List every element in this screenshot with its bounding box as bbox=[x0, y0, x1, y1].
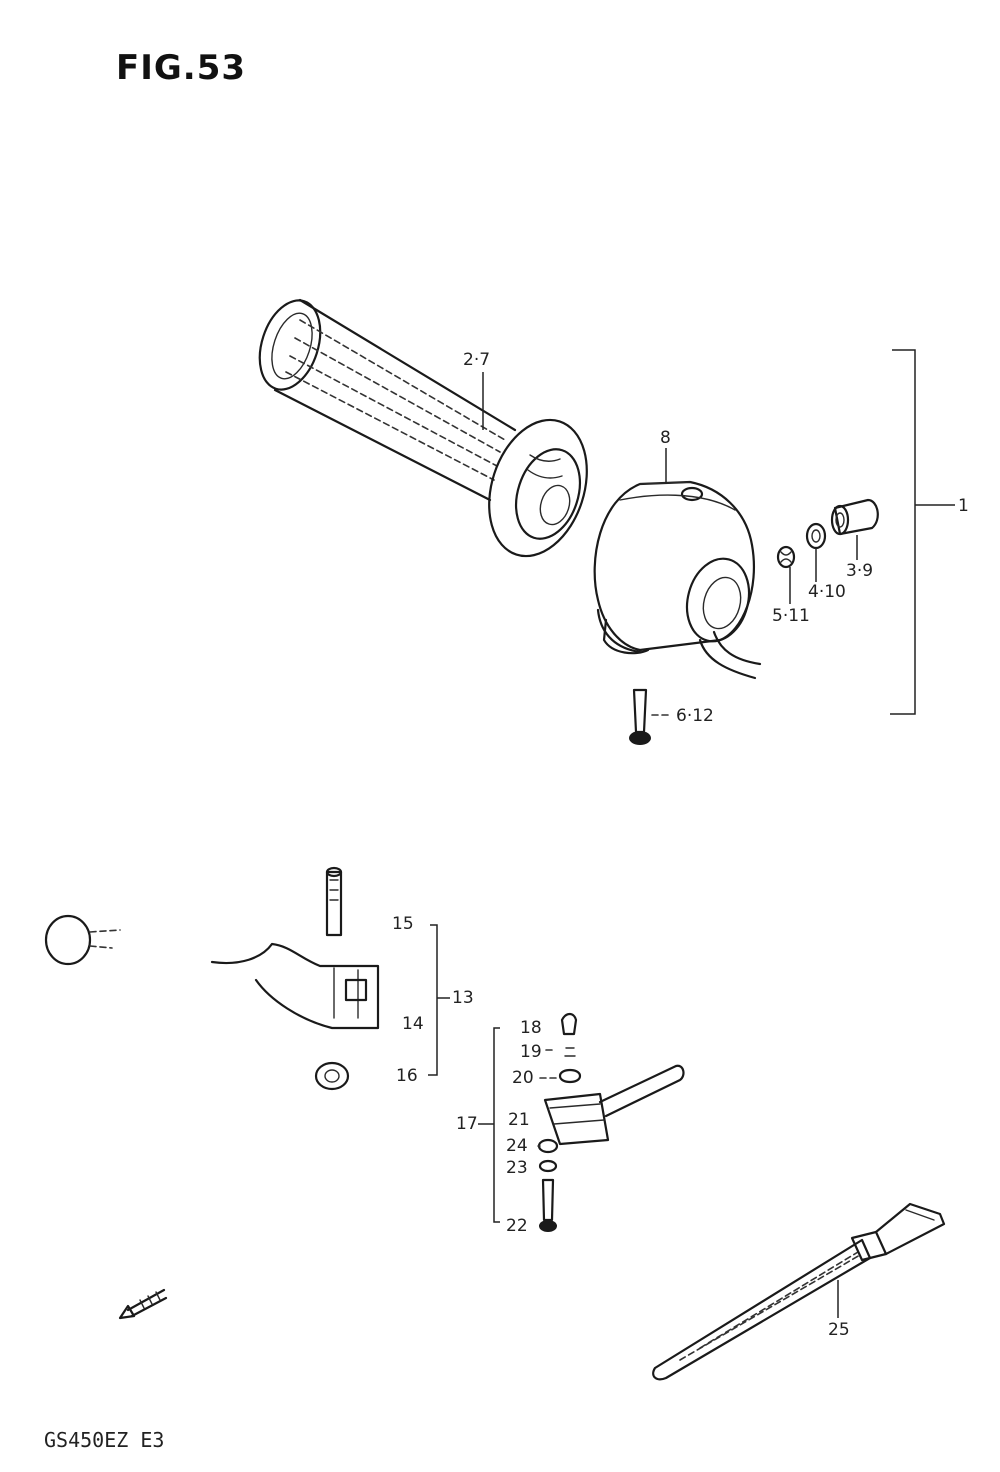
switch-housing bbox=[593, 448, 762, 680]
callout-13: 13 bbox=[452, 988, 474, 1008]
callout-3-9: 3·9 bbox=[846, 561, 874, 581]
callout-25: 25 bbox=[828, 1320, 850, 1340]
callout-23: 23 bbox=[506, 1158, 528, 1178]
callout-19: 19 bbox=[520, 1042, 542, 1062]
model-code: GS450EZ E3 bbox=[44, 1428, 165, 1452]
small-parts-group bbox=[776, 498, 879, 604]
callout-24: 24 bbox=[506, 1136, 528, 1156]
lever-holder-assembly bbox=[44, 866, 450, 1091]
callout-4-10: 4·10 bbox=[808, 582, 846, 602]
cable-tie bbox=[652, 1202, 946, 1381]
throttle-grip bbox=[258, 298, 588, 558]
front-direction-arrow-icon bbox=[118, 1288, 168, 1320]
callout-21: 21 bbox=[508, 1110, 530, 1130]
callout-1: 1 bbox=[958, 496, 969, 516]
callout-5-11: 5·11 bbox=[772, 606, 810, 626]
callout-6-12: 6·12 bbox=[676, 706, 714, 726]
figure-title: FIG.53 bbox=[116, 48, 247, 88]
callout-18: 18 bbox=[520, 1018, 542, 1038]
callout-17: 17 bbox=[456, 1114, 478, 1134]
switch-sub-assembly bbox=[478, 1012, 685, 1232]
assembly-bracket-1 bbox=[890, 349, 955, 715]
callout-22: 22 bbox=[506, 1216, 528, 1236]
callout-20: 20 bbox=[512, 1068, 534, 1088]
callout-8: 8 bbox=[660, 428, 671, 448]
callout-14: 14 bbox=[402, 1014, 424, 1034]
housing-screw bbox=[629, 688, 669, 745]
callout-15: 15 bbox=[392, 914, 414, 934]
callout-2-7: 2·7 bbox=[463, 350, 491, 370]
callout-16: 16 bbox=[396, 1066, 418, 1086]
